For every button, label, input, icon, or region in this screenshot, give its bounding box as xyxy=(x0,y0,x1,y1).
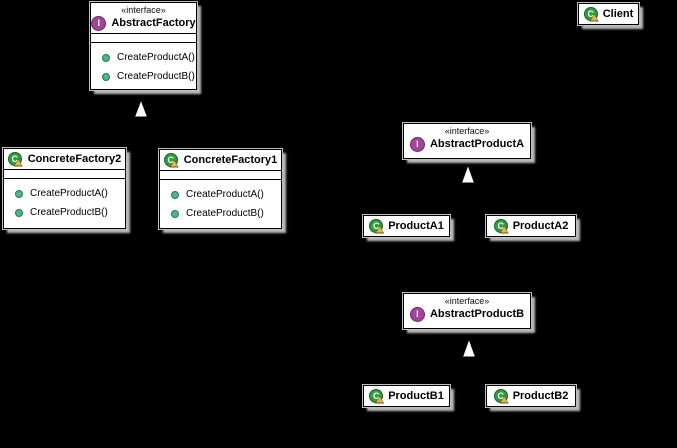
class-name: Client xyxy=(602,8,634,20)
node-title: C ConcreteFactory1 xyxy=(160,150,281,170)
class-icon: C xyxy=(493,218,509,234)
methods-compartment: CreateProductA() CreateProductB() xyxy=(91,43,196,86)
class-name: AbstractFactory xyxy=(111,17,196,29)
generalization-arrowhead-abstract-product-b xyxy=(461,337,477,358)
stereotype-label: «interface» xyxy=(121,5,166,15)
fields-compartment xyxy=(160,170,281,180)
class-name: ProductA1 xyxy=(388,220,444,232)
class-node-concrete-factory2: C ConcreteFactory2 CreateProductA() Crea… xyxy=(3,148,126,229)
interface-node-abstract-product-a: «interface» I AbstractProductA xyxy=(403,123,531,159)
method-visibility-icon xyxy=(171,209,179,218)
class-node-client: C Client xyxy=(578,3,639,25)
class-name: ConcreteFactory2 xyxy=(27,153,122,165)
method-visibility-icon xyxy=(15,189,23,198)
method-label: CreateProductA() xyxy=(30,188,108,199)
class-node-product-a1: C ProductA1 xyxy=(363,215,450,237)
methods-compartment: CreateProductA() CreateProductB() xyxy=(4,179,125,222)
class-name: AbstractProductB xyxy=(429,308,525,320)
class-node-abstract-factory: «interface» I AbstractFactory CreateProd… xyxy=(90,2,197,90)
method-visibility-icon xyxy=(15,208,23,217)
class-name: ProductB2 xyxy=(512,390,569,402)
method-item: CreateProductA() xyxy=(160,185,281,204)
node-title: C ConcreteFactory2 xyxy=(4,149,125,169)
node-title: «interface» I AbstractFactory xyxy=(91,3,196,33)
interface-node-abstract-product-b: «interface» I AbstractProductB xyxy=(403,293,531,329)
method-item: CreateProductA() xyxy=(4,184,125,203)
class-icon: C xyxy=(163,152,179,168)
class-node-product-a2: C ProductA2 xyxy=(486,215,576,237)
method-item: CreateProductB() xyxy=(91,67,196,86)
stereotype-label: «interface» xyxy=(444,126,490,136)
interface-icon: I xyxy=(409,307,425,322)
class-icon: C xyxy=(369,388,385,404)
class-icon: C xyxy=(583,6,599,22)
method-label: CreateProductA() xyxy=(117,52,195,63)
class-name: ProductB1 xyxy=(388,390,444,402)
class-node-product-b2: C ProductB2 xyxy=(486,385,576,407)
method-visibility-icon xyxy=(171,190,179,199)
class-name: ProductA2 xyxy=(512,220,569,232)
method-item: CreateProductB() xyxy=(4,203,125,222)
class-icon: C xyxy=(7,151,23,167)
class-icon: C xyxy=(369,218,385,234)
generalization-arrowhead-abstract-product-a xyxy=(460,163,476,184)
method-label: CreateProductA() xyxy=(186,189,264,200)
generalization-arrowhead-abstract-factory xyxy=(133,98,149,118)
methods-compartment: CreateProductA() CreateProductB() xyxy=(160,180,281,223)
stereotype-label: «interface» xyxy=(444,296,490,306)
method-visibility-icon xyxy=(102,53,110,62)
method-label: CreateProductB() xyxy=(30,207,108,218)
class-node-concrete-factory1: C ConcreteFactory1 CreateProductA() Crea… xyxy=(159,149,282,229)
method-item: CreateProductB() xyxy=(160,204,281,223)
method-label: CreateProductB() xyxy=(117,71,195,82)
method-visibility-icon xyxy=(102,72,110,81)
interface-icon: I xyxy=(91,16,107,31)
class-name: AbstractProductA xyxy=(429,138,525,150)
fields-compartment xyxy=(4,169,125,179)
method-item: CreateProductA() xyxy=(91,48,196,67)
fields-compartment xyxy=(91,33,196,43)
class-icon: C xyxy=(493,388,509,404)
interface-icon: I xyxy=(409,137,425,152)
method-label: CreateProductB() xyxy=(186,208,264,219)
class-node-product-b1: C ProductB1 xyxy=(363,385,450,407)
class-name: ConcreteFactory1 xyxy=(183,154,278,166)
